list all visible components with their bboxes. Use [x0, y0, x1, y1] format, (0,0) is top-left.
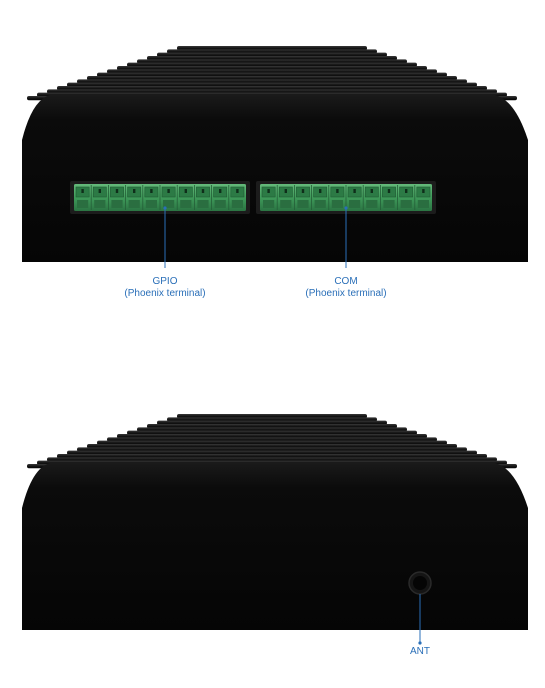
terminal-pin	[211, 185, 228, 210]
heatsink-fin	[127, 430, 417, 435]
ant-callout-dot	[418, 641, 422, 645]
heatsink-fin	[47, 457, 497, 462]
heatsink-fin	[107, 69, 437, 74]
terminal-pin	[176, 185, 193, 210]
heatsink-fin	[97, 440, 447, 445]
com-callout-label: COM (Phoenix terminal)	[305, 276, 386, 300]
antenna-port-inner	[413, 576, 427, 590]
heatsink-fin	[167, 49, 377, 54]
heatsink-fin	[67, 450, 477, 455]
terminal-pin	[75, 186, 90, 208]
com-callout-dot	[344, 206, 348, 210]
heatsink-fin	[157, 420, 387, 425]
heatsink-fins	[27, 414, 517, 469]
heatsink-fin	[87, 444, 457, 449]
heatsink-fin	[137, 427, 407, 432]
gpio-label-sub: (Phoenix terminal)	[124, 288, 206, 299]
terminal-pin	[293, 185, 310, 210]
com-label-name: COM	[334, 276, 358, 287]
heatsink-fin	[137, 59, 407, 64]
ant-callout-label: ANT	[410, 646, 430, 658]
device-body	[22, 463, 528, 630]
gpio-callout-label: GPIO (Phoenix terminal)	[124, 276, 205, 300]
terminal-pin	[159, 185, 176, 210]
heatsink-fin	[167, 417, 377, 422]
terminal-pin	[345, 185, 362, 210]
device-body	[22, 95, 528, 262]
terminal-pin	[90, 185, 107, 210]
terminal-pin	[261, 186, 276, 208]
heatsink-fin	[77, 79, 467, 84]
heatsink-fin	[47, 89, 497, 94]
heatsink-fin	[127, 62, 417, 67]
heatsink-fin	[117, 66, 427, 71]
terminal-pin	[276, 185, 293, 210]
terminal-pin	[228, 185, 245, 210]
heatsink-fin	[147, 56, 397, 61]
heatsink-fin	[97, 72, 447, 77]
terminal-pin	[311, 185, 328, 210]
terminal-pin	[362, 185, 379, 210]
ant-label-name: ANT	[410, 646, 430, 657]
rear-panel-view: ANT	[0, 340, 545, 688]
front-panel-illustration	[22, 46, 528, 268]
heatsink-fin	[57, 454, 487, 459]
terminal-pin	[142, 185, 159, 210]
gpio-label-name: GPIO	[152, 276, 178, 287]
terminal-pin	[125, 185, 142, 210]
rear-panel-illustration	[22, 414, 528, 645]
heatsink-fin	[157, 52, 387, 57]
gpio-callout-dot	[163, 206, 167, 210]
heatsink-fin	[177, 414, 367, 419]
gpio-terminal-block	[74, 184, 246, 211]
terminal-pin	[108, 185, 124, 210]
terminal-pin	[193, 185, 210, 210]
com-label-sub: (Phoenix terminal)	[305, 288, 387, 299]
heatsink-fin	[77, 447, 467, 452]
heatsink-fin	[87, 76, 457, 81]
terminal-pin	[397, 185, 414, 210]
heatsink-fin	[147, 424, 397, 429]
heatsink-fins	[27, 46, 517, 101]
terminal-pin	[328, 185, 345, 210]
terminal-pin	[379, 185, 396, 210]
heatsink-fin	[57, 86, 487, 91]
heatsink-fin	[177, 46, 367, 51]
heatsink-fin	[117, 434, 427, 439]
heatsink-fin	[67, 82, 477, 87]
heatsink-fin	[107, 437, 437, 442]
com-terminal-block	[260, 184, 432, 211]
terminal-pin	[414, 185, 431, 210]
front-panel-view: GPIO (Phoenix terminal) COM (Phoenix ter…	[0, 0, 545, 320]
